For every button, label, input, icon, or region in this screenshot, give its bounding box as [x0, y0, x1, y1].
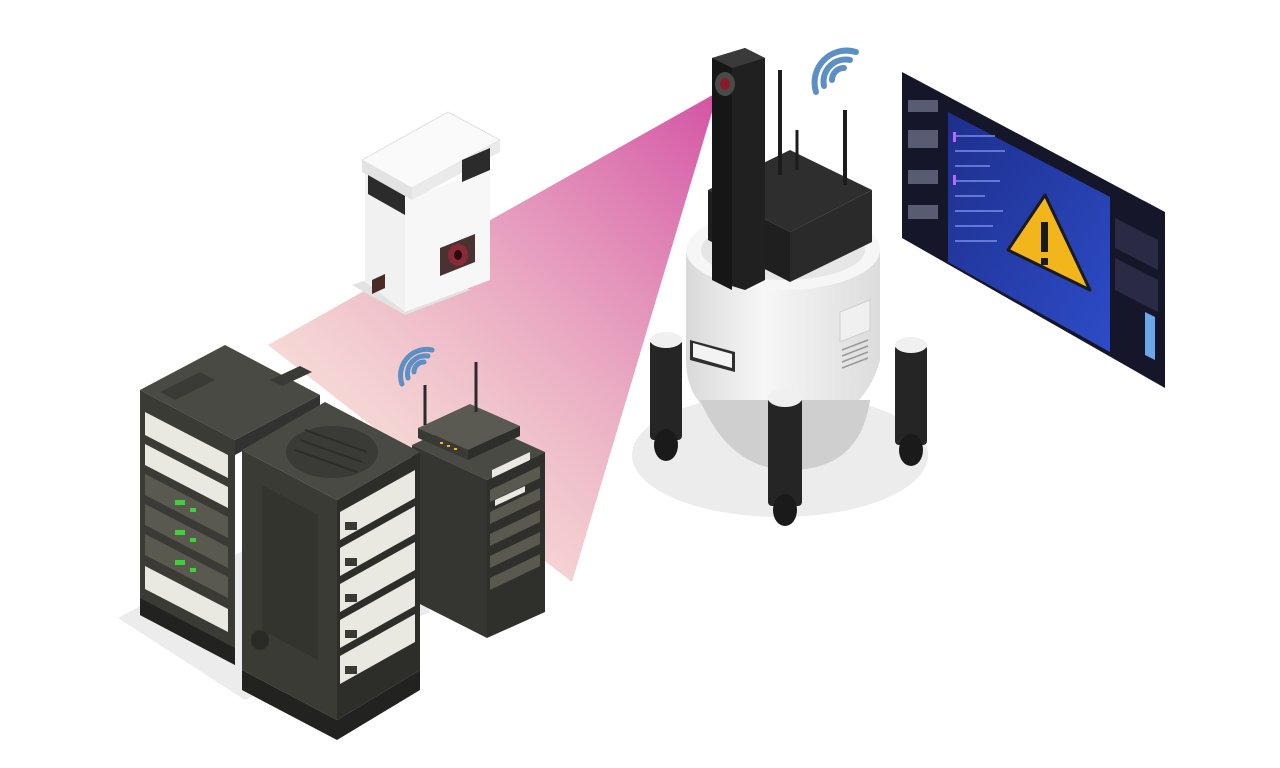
- router-icon: [418, 362, 520, 460]
- server-rack-icon: [242, 402, 420, 740]
- status-leds: [175, 500, 196, 572]
- wifi-icon: [398, 346, 435, 387]
- server-unit: [490, 466, 540, 590]
- server-unit: [340, 470, 415, 684]
- security-camera-icon: [352, 111, 502, 315]
- wifi-icon: [811, 47, 859, 95]
- server-unit: [140, 412, 235, 665]
- monitoring-screen: [902, 72, 1165, 388]
- robot-wheel: [654, 429, 923, 526]
- server-rack-icon: [398, 346, 545, 638]
- camera-view-beam: [268, 92, 718, 582]
- server-rack-group: [118, 345, 545, 740]
- server-rack-icon: [140, 345, 320, 665]
- warning-icon: [1006, 193, 1092, 292]
- patrol-robot-icon: [632, 47, 928, 526]
